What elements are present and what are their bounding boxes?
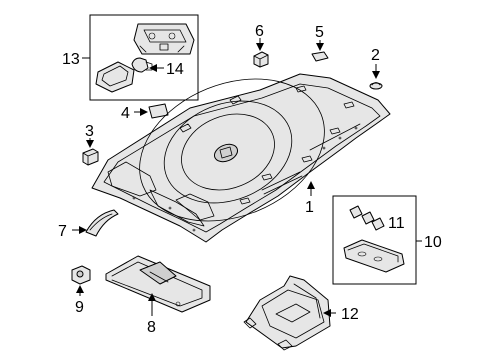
callout-2: 2 <box>371 47 380 64</box>
callout-10: 10 <box>424 234 442 251</box>
bulb-part-14 <box>131 57 153 73</box>
callout-1: 1 <box>305 199 314 216</box>
pad-part-5 <box>311 51 329 62</box>
callout-12: 12 <box>341 306 359 323</box>
console-bracket-part-12 <box>243 275 331 351</box>
map-lamp-group <box>89 14 199 101</box>
leader-lines <box>72 38 422 317</box>
callout-3: 3 <box>85 123 94 140</box>
bulbs-part-11 <box>349 205 385 231</box>
callout-13: 13 <box>62 51 80 68</box>
callout-6: 6 <box>255 23 264 40</box>
pad-part-4 <box>148 103 169 119</box>
lamp-lens <box>95 61 135 93</box>
grommet-part-2 <box>369 82 383 90</box>
callout-9: 9 <box>75 299 84 316</box>
callout-11: 11 <box>388 215 405 232</box>
grab-handle-part-7 <box>85 209 119 237</box>
clip-part-3 <box>82 148 99 166</box>
headliner-part-1 <box>91 73 391 243</box>
callout-7: 7 <box>58 223 67 240</box>
callout-box-10 <box>332 195 417 285</box>
callout-5: 5 <box>315 24 324 41</box>
callout-4: 4 <box>121 105 130 122</box>
bracket-part-9 <box>71 265 91 285</box>
callout-14: 14 <box>166 61 184 78</box>
sun-visor-part-8 <box>105 255 211 313</box>
callout-labels: 1 2 3 4 5 6 7 8 9 10 11 12 13 14 <box>58 23 442 336</box>
clip-part-6 <box>253 51 269 68</box>
callout-8: 8 <box>147 319 156 336</box>
lamp-assembly-group <box>332 195 417 285</box>
